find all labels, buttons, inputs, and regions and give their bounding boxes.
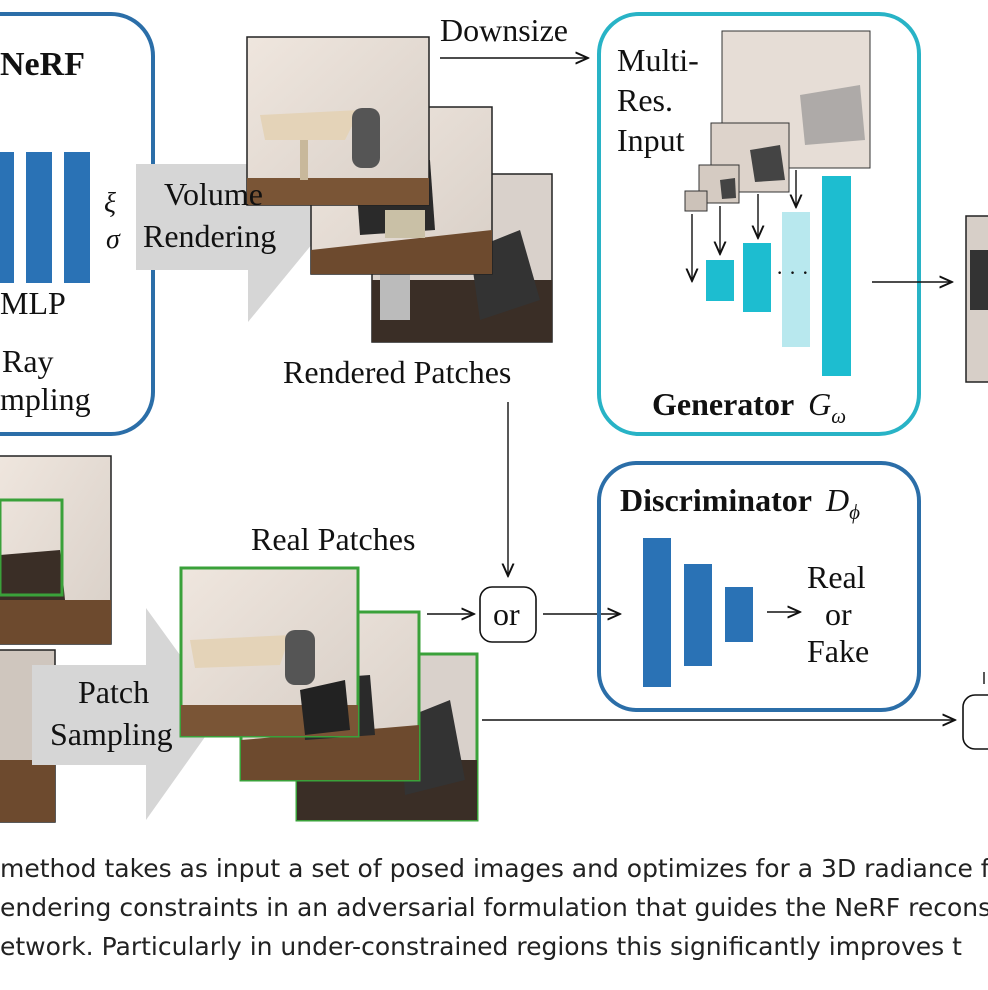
source-image: [0, 455, 112, 823]
discriminator-symbol: D: [825, 482, 850, 518]
generator-bar-3: [782, 212, 810, 347]
real-or-fake-line2: or: [825, 596, 852, 632]
caption-line-3: etwork. Particularly in under-constraine…: [0, 932, 962, 961]
generator-symbol: G: [808, 386, 832, 422]
ray-label: Ray: [2, 343, 54, 379]
sigma-symbol: σ: [106, 224, 120, 255]
generator-dots: · · ·: [776, 260, 809, 285]
caption-line-1: method takes as input a set of posed ima…: [0, 854, 988, 883]
multi-res-input-images: [684, 30, 871, 212]
generator-title-text: Generator: [652, 386, 795, 422]
rendered-patch-1: [246, 36, 430, 206]
discriminator-subscript: ϕ: [849, 500, 860, 524]
real-patch-1: [179, 566, 360, 738]
downsize-label: Downsize: [440, 12, 568, 48]
patch-sampling-arrow: [32, 608, 222, 820]
patch-sampling-line1: Patch: [78, 674, 150, 710]
caption-line-2: endering constraints in an adversarial f…: [0, 893, 988, 922]
real-patches-label: Real Patches: [251, 521, 416, 557]
multi-res-line3: Input: [617, 122, 685, 158]
discriminator-bar-2: [684, 564, 712, 666]
real-or-fake-line3: Fake: [807, 633, 870, 669]
generator-bar-2: [743, 243, 771, 312]
or-label: or: [493, 596, 520, 632]
xi-symbol: ξ: [104, 188, 116, 219]
real-or-fake-line1: Real: [807, 559, 866, 595]
discriminator-title-text: Discriminator: [620, 482, 812, 518]
generator-subscript: ω: [831, 404, 847, 428]
discriminator-bar-1: [643, 538, 671, 687]
rendered-patches-label: Rendered Patches: [283, 354, 512, 390]
or-box: [479, 586, 537, 643]
discriminator-box: [597, 461, 921, 712]
volume-rendering-line2: Rendering: [143, 218, 277, 254]
multi-res-line2: Res.: [617, 82, 673, 118]
mlp-bar-1: [0, 152, 14, 283]
mlp-bar-2: [26, 152, 52, 283]
sampling-label: mpling: [0, 381, 91, 417]
volume-rendering-line1: Volume: [164, 176, 263, 212]
generator-box: [597, 12, 921, 436]
mlp-bar-3: [64, 152, 90, 283]
generator-bar-1: [706, 260, 734, 301]
right-partial-box: [962, 694, 988, 750]
nerf-title: NeRF: [0, 46, 85, 83]
generator-title: Generator Gω: [652, 386, 846, 427]
mlp-label: MLP: [0, 285, 66, 321]
discriminator-title: Discriminator Dϕ: [620, 482, 860, 523]
multi-res-line1: Multi-: [617, 42, 699, 78]
discriminator-bar-3: [725, 587, 753, 642]
generator-bar-4: [822, 176, 851, 376]
patch-sampling-line2: Sampling: [50, 716, 173, 752]
